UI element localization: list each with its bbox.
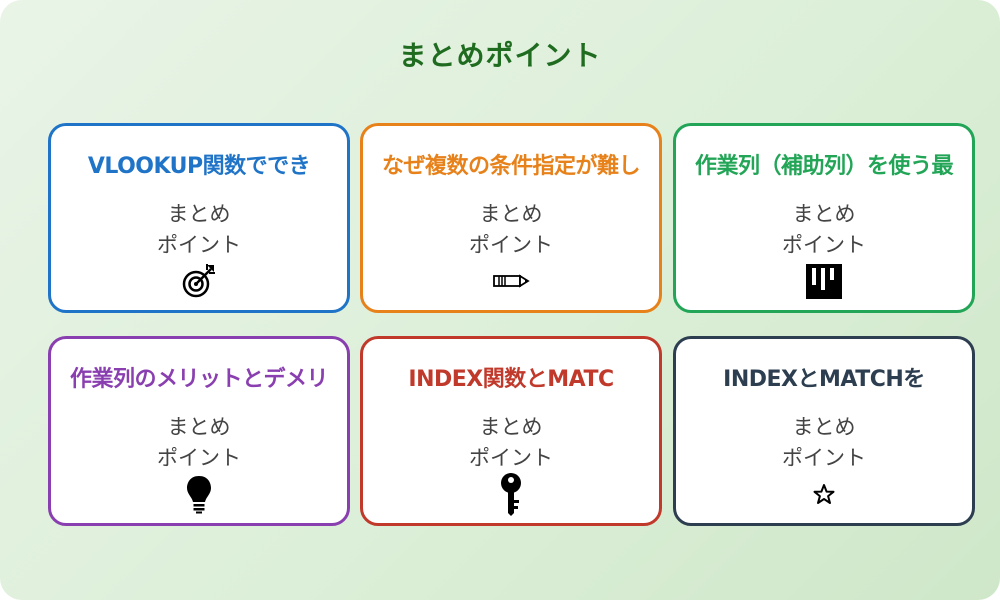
card-title: 作業列（補助列）を使う最 [694,154,954,179]
card-multi-condition: なぜ複数の条件指定が難し まとめ ポイント [360,123,662,313]
page-title: まとめポイント [398,39,602,72]
pencil-icon [491,261,531,301]
card-title: VLOOKUP関数ででき [87,154,311,179]
card-title: 作業列のメリットとデメリ [69,367,329,392]
card-line-1: まとめ [792,415,856,439]
bar-chart-icon [804,261,844,301]
card-helper-column: 作業列（補助列）を使う最 まとめ ポイント [673,123,975,313]
card-title: なぜ複数の条件指定が難し [381,154,641,179]
card-line-2: ポイント [469,233,553,257]
card-line-1: まとめ [167,202,231,226]
card-line-1: まとめ [479,415,543,439]
card-title: INDEX関数とMATC [408,367,614,392]
card-vlookup: VLOOKUP関数ででき まとめ ポイント [48,123,350,313]
key-icon [491,473,531,516]
star-icon [804,474,844,514]
card-pros-cons: 作業列のメリットとデメリ まとめ ポイント [48,336,350,526]
card-line-2: ポイント [469,446,553,470]
card-line-1: まとめ [479,202,543,226]
card-line-2: ポイント [782,233,866,257]
card-index-match: INDEX関数とMATC まとめ ポイント [360,336,662,526]
card-line-1: まとめ [792,202,856,226]
lightbulb-icon [179,474,219,514]
card-line-1: まとめ [167,415,231,439]
card-title: INDEXとMATCHを [723,367,925,392]
card-line-2: ポイント [782,446,866,470]
card-line-2: ポイント [157,233,241,257]
target-icon [179,261,219,301]
card-line-2: ポイント [157,446,241,470]
card-index-and-match: INDEXとMATCHを まとめ ポイント [673,336,975,526]
